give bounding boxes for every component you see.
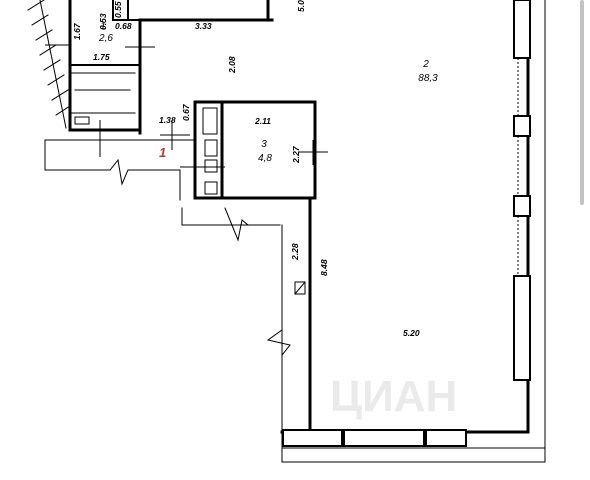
dimension-2-11: 2.11 <box>255 116 271 126</box>
room-2-area: 88,3 <box>418 73 438 84</box>
entrance-marker: 1 <box>159 145 167 160</box>
dimension-0-68: 0.68 <box>115 21 132 31</box>
dimension-ticks <box>45 40 328 168</box>
dimension-2-27: 2.27 <box>291 146 301 163</box>
dimension-5-20: 5.20 <box>403 328 420 338</box>
room-1-number: 1 <box>100 21 106 32</box>
dimension-1-75: 1.75 <box>93 52 110 62</box>
dimension-1-67: 1.67 <box>72 23 82 40</box>
scrollbar-thumb[interactable] <box>580 0 584 205</box>
dimension-0-55: 0.55 <box>113 1 123 18</box>
dimension-1-38: 1.38 <box>159 115 176 125</box>
walls <box>27 0 546 463</box>
dimension-0-53: 0.53 <box>98 13 108 30</box>
room-1-area: 2,6 <box>99 33 113 44</box>
dimension-3-33: 3.33 <box>195 21 212 31</box>
dimension-0-67: 0.67 <box>181 104 191 121</box>
watermark: ЦИАН <box>330 372 458 421</box>
room-2-number: 2 <box>423 59 429 70</box>
windows <box>282 0 531 447</box>
dimension-2-28: 2.28 <box>290 243 300 260</box>
room-3-number: 3 <box>261 139 267 150</box>
dimension-8-48: 8.48 <box>319 259 329 276</box>
dimension-5-0: 5.0 <box>296 0 306 12</box>
dimension-2-08: 2.08 <box>227 56 237 73</box>
vertical-scrollbar[interactable] <box>580 0 584 210</box>
room-3-area: 4,8 <box>258 153 272 164</box>
